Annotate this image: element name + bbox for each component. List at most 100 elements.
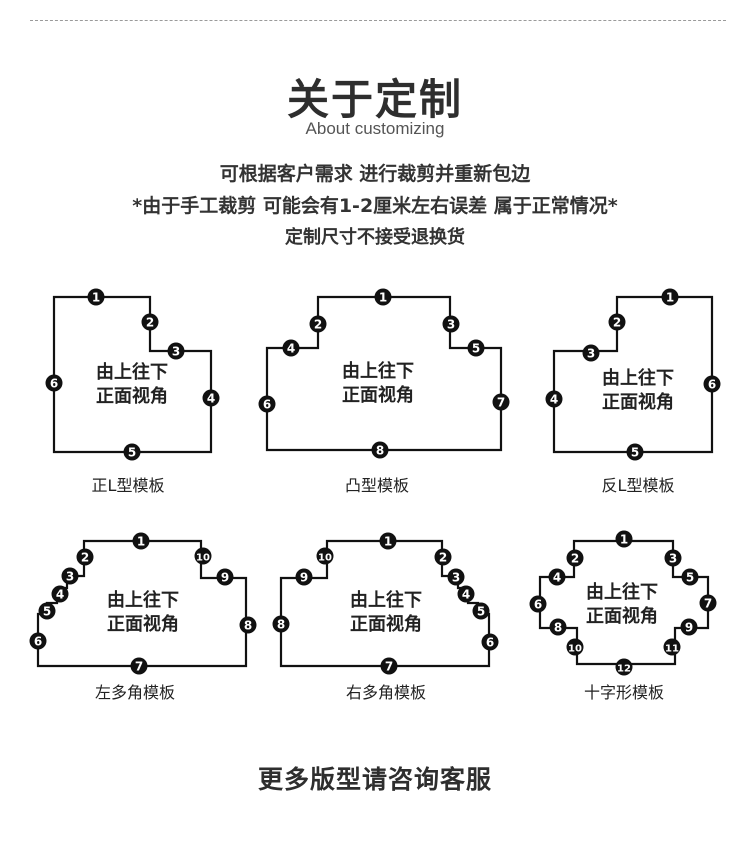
edge-badge-circle	[442, 315, 460, 333]
edge-badge-circle	[481, 633, 499, 651]
edge-badge-number: 5	[631, 446, 639, 460]
edge-badge-number: 4	[56, 588, 64, 602]
edge-badge-number: 3	[669, 552, 677, 566]
edge-badge-circle	[545, 390, 563, 408]
view-hint-line-2: 正面视角	[602, 391, 674, 413]
template-label: 正L型模板	[92, 476, 165, 495]
page-title: 关于定制	[286, 75, 463, 124]
edge-badge-4: 4	[548, 568, 566, 586]
note-line-2: *由于手工裁剪 可能会有1-2厘米左右误差 属于正常情况*	[132, 195, 618, 217]
edge-badge-number: 6	[50, 377, 58, 391]
edge-badge-circle	[548, 568, 566, 586]
edge-badge-1: 1	[615, 530, 633, 548]
edge-badge-6: 6	[703, 375, 721, 393]
edge-badge-circle	[582, 344, 600, 362]
edge-badge-number: 8	[244, 619, 252, 633]
edge-badge-circle	[45, 374, 63, 392]
edge-badge-circle	[661, 288, 679, 306]
edge-badge-circle	[87, 288, 105, 306]
edge-badge-circle	[167, 342, 185, 360]
edge-badge-circle	[29, 632, 47, 650]
edge-badge-number: 5	[472, 342, 480, 356]
edge-badge-2: 2	[434, 548, 452, 566]
edge-badge-circle	[615, 658, 633, 676]
edge-badge-number: 8	[277, 618, 285, 632]
edge-badge-11: 11	[663, 638, 681, 656]
edge-badge-7: 7	[492, 393, 510, 411]
edge-badge-7: 7	[699, 594, 717, 612]
view-hint-line-1: 由上往下	[602, 367, 674, 389]
edge-badge-circle	[141, 313, 159, 331]
edge-badge-1: 1	[132, 532, 150, 550]
edge-badge-circle	[371, 441, 389, 459]
view-hint-line-2: 正面视角	[342, 384, 414, 406]
edge-badge-number: 4	[550, 393, 558, 407]
edge-badge-3: 3	[167, 342, 185, 360]
edge-badge-number: 6	[34, 635, 42, 649]
notes-block: 可根据客户需求 进行裁剪并重新包边 *由于手工裁剪 可能会有1-2厘米左右误差 …	[0, 158, 750, 254]
edge-badge-circle	[626, 443, 644, 461]
edge-badge-circle	[703, 375, 721, 393]
edge-badge-8: 8	[371, 441, 389, 459]
page-subtitle: About customizing	[305, 119, 445, 138]
edge-badge-5: 5	[681, 568, 699, 586]
edge-badge-circle	[316, 547, 334, 565]
edge-badge-number: 2	[571, 552, 579, 566]
edge-badge-3: 3	[582, 344, 600, 362]
edge-badge-5: 5	[626, 443, 644, 461]
view-hint-line-2: 正面视角	[96, 385, 168, 407]
edge-badge-3: 3	[664, 549, 682, 567]
edge-badge-1: 1	[379, 532, 397, 550]
template-label: 左多角模板	[95, 683, 175, 702]
edge-badge-8: 8	[549, 618, 567, 636]
edge-badge-circle	[194, 547, 212, 565]
edge-badge-number: 6	[534, 598, 542, 612]
edge-badge-6: 6	[45, 374, 63, 392]
edge-badge-10: 10	[316, 547, 334, 565]
edge-badge-10: 10	[194, 547, 212, 565]
edge-badge-1: 1	[374, 288, 392, 306]
edge-badge-circle	[699, 594, 717, 612]
template-outline	[52, 295, 213, 454]
edge-badge-1: 1	[87, 288, 105, 306]
template-outline	[265, 295, 503, 452]
edge-badge-number: 1	[379, 291, 387, 305]
edge-badge-number: 1	[666, 291, 674, 305]
edge-badge-number: 1	[92, 291, 100, 305]
view-hint-line-1: 由上往下	[107, 589, 179, 611]
edge-badge-number: 6	[708, 378, 716, 392]
edge-badge-number: 1	[137, 535, 145, 549]
edge-badge-circle	[566, 638, 584, 656]
view-hint-line-2: 正面视角	[586, 605, 658, 627]
edge-badge-number: 9	[300, 571, 308, 585]
edge-badge-8: 8	[239, 616, 257, 634]
edge-badge-number: 6	[263, 398, 271, 412]
note-line-1: 可根据客户需求 进行裁剪并重新包边	[219, 163, 531, 185]
edge-badge-6: 6	[29, 632, 47, 650]
edge-badge-6: 6	[258, 395, 276, 413]
edge-badge-circle	[51, 585, 69, 603]
edge-badge-circle	[681, 568, 699, 586]
edge-badge-number: 2	[81, 551, 89, 565]
edge-badge-9: 9	[216, 568, 234, 586]
edge-badge-circle	[258, 395, 276, 413]
edge-badge-12: 12	[615, 658, 633, 676]
edge-badge-number: 5	[43, 605, 51, 619]
template-outline	[552, 295, 714, 454]
edge-badge-3: 3	[442, 315, 460, 333]
edge-badge-circle	[272, 615, 290, 633]
edge-badge-circle	[123, 443, 141, 461]
edge-badge-number: 3	[452, 571, 460, 585]
edge-badge-number: 5	[477, 605, 485, 619]
template-label: 右多角模板	[346, 683, 426, 702]
edge-badge-9: 9	[295, 568, 313, 586]
edge-badge-6: 6	[481, 633, 499, 651]
edge-badge-number: 7	[704, 597, 712, 611]
edge-badge-number: 2	[439, 551, 447, 565]
edge-badge-circle	[457, 585, 475, 603]
edge-badge-circle	[492, 393, 510, 411]
